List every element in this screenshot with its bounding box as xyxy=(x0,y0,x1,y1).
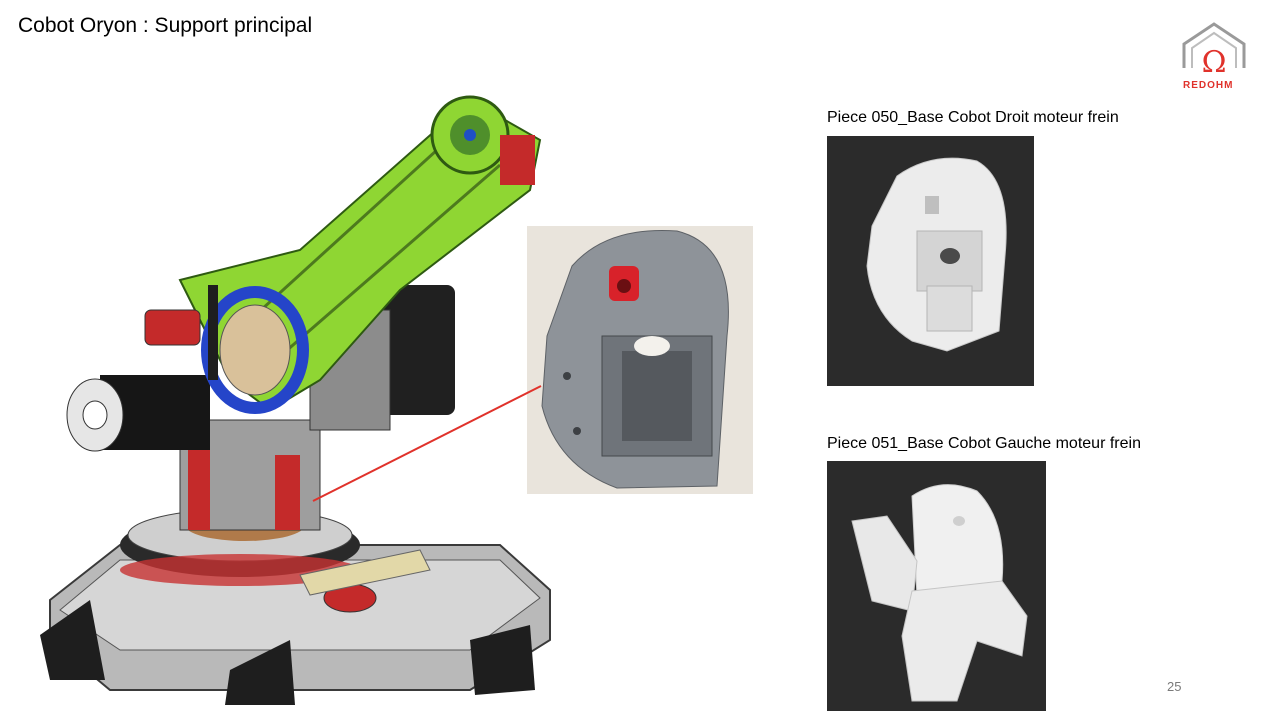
piece-051-render xyxy=(827,461,1046,711)
cobot-cad-illustration xyxy=(40,95,551,705)
piece-051-caption: Piece 051_Base Cobot Gauche moteur frein xyxy=(827,435,1141,452)
page-number: 25 xyxy=(1167,679,1182,694)
redohm-logo: Ω xyxy=(1182,22,1246,80)
printed-part-photo xyxy=(527,226,753,494)
piece-050-caption: Piece 050_Base Cobot Droit moteur frein xyxy=(827,109,1119,126)
svg-text:Ω: Ω xyxy=(1202,45,1227,80)
logo-text: REDOHM xyxy=(1183,80,1234,91)
piece-050-render xyxy=(827,136,1034,386)
slide-title: Cobot Oryon : Support principal xyxy=(18,14,313,37)
